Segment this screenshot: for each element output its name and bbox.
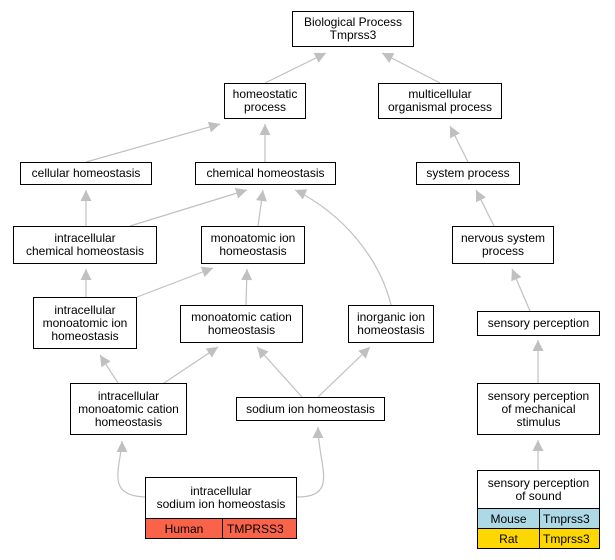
arrowhead xyxy=(241,269,253,281)
gene-table-title: intracellular sodium ion homeostasis xyxy=(156,484,286,511)
edge-inorganic-to-chemical xyxy=(294,189,392,306)
arrowhead xyxy=(80,269,92,280)
node-sensory-perception-of-sound[interactable]: sensory perception of sound Mouse Tmprss… xyxy=(477,470,600,549)
node-chemical-homeostasis[interactable]: chemical homeostasis xyxy=(195,162,336,185)
arrowhead xyxy=(511,269,522,282)
gene-row-rat: Rat Tmprss3 xyxy=(478,528,599,548)
node-monoatomic-cation-homeostasis[interactable]: monoatomic cation homeostasis xyxy=(180,305,303,343)
edge-intracellular-chemical-to-chemical xyxy=(129,189,248,227)
gene-cell-mouse: Tmprss3 xyxy=(539,509,599,528)
gene-row-human: Human TMPRSS3 xyxy=(146,518,296,538)
arrowhead xyxy=(205,347,218,358)
arrowhead xyxy=(313,52,326,63)
edge-sodium-to-monoatomic-cation xyxy=(256,346,303,398)
node-multicellular-organismal-process[interactable]: multicellular organismal process xyxy=(378,83,502,119)
species-cell-human: Human xyxy=(146,519,222,538)
arrowhead xyxy=(200,266,213,278)
arrowhead xyxy=(450,126,460,139)
node-intracellular-monoatomic-cation-homeostasis[interactable]: intracellular monoatomic cation homeosta… xyxy=(70,383,187,435)
arrowhead xyxy=(80,190,92,201)
node-nervous-system-process[interactable]: nervous system process xyxy=(452,226,554,264)
node-homeostatic-process[interactable]: homeostatic process xyxy=(224,83,306,119)
edge-sodium-to-inorganic xyxy=(317,346,371,398)
arrowhead xyxy=(234,187,247,199)
gene-cell-rat: Tmprss3 xyxy=(539,529,599,548)
arrowhead xyxy=(532,340,544,351)
arrowhead xyxy=(256,190,267,202)
node-cellular-homeostasis[interactable]: cellular homeostasis xyxy=(20,162,152,185)
edge-intracellular-monoatomic-ion-to-monoatomic-ion xyxy=(136,267,214,298)
node-biological-process[interactable]: Biological Process Tmprss3 xyxy=(292,11,414,47)
node-system-process[interactable]: system process xyxy=(416,162,520,185)
node-sodium-ion-homeostasis[interactable]: sodium ion homeostasis xyxy=(236,397,385,421)
species-cell-rat: Rat xyxy=(478,529,539,548)
arrowhead xyxy=(116,441,128,452)
node-intracellular-monoatomic-ion-homeostasis[interactable]: intracellular monoatomic ion homeostasis xyxy=(33,297,137,349)
node-inorganic-ion-homeostasis[interactable]: inorganic ion homeostasis xyxy=(348,305,434,343)
arrowhead xyxy=(257,347,269,359)
node-intracellular-sodium-ion-homeostasis[interactable]: intracellular sodium ion homeostasis Hum… xyxy=(145,477,297,539)
species-cell-mouse: Mouse xyxy=(478,509,539,528)
arrowhead xyxy=(476,190,486,203)
arrowhead xyxy=(207,121,220,133)
arrowhead xyxy=(358,347,370,359)
arrowhead xyxy=(312,427,324,438)
gene-cell-human: TMPRSS3 xyxy=(222,519,296,538)
arrowhead xyxy=(532,440,544,451)
gene-table-title: sensory perception of sound xyxy=(487,475,590,503)
node-monoatomic-ion-homeostasis[interactable]: monoatomic ion homeostasis xyxy=(201,226,305,264)
node-sensory-perception-mechanical-stimulus[interactable]: sensory perception of mechanical stimulu… xyxy=(477,383,600,435)
arrowhead xyxy=(259,124,271,135)
edge-intracellular-sodium-to-sodium-ion xyxy=(296,426,325,498)
edge-cellular-to-homeostatic xyxy=(85,123,221,163)
arrowhead xyxy=(295,189,308,200)
node-sensory-perception[interactable]: sensory perception xyxy=(477,311,600,336)
edge-homeostatic-to-bp xyxy=(264,52,327,84)
gene-row-mouse: Mouse Tmprss3 xyxy=(478,508,599,528)
node-intracellular-chemical-homeostasis[interactable]: intracellular chemical homeostasis xyxy=(13,226,157,264)
arrowhead xyxy=(382,53,395,63)
arrowhead xyxy=(100,355,111,368)
